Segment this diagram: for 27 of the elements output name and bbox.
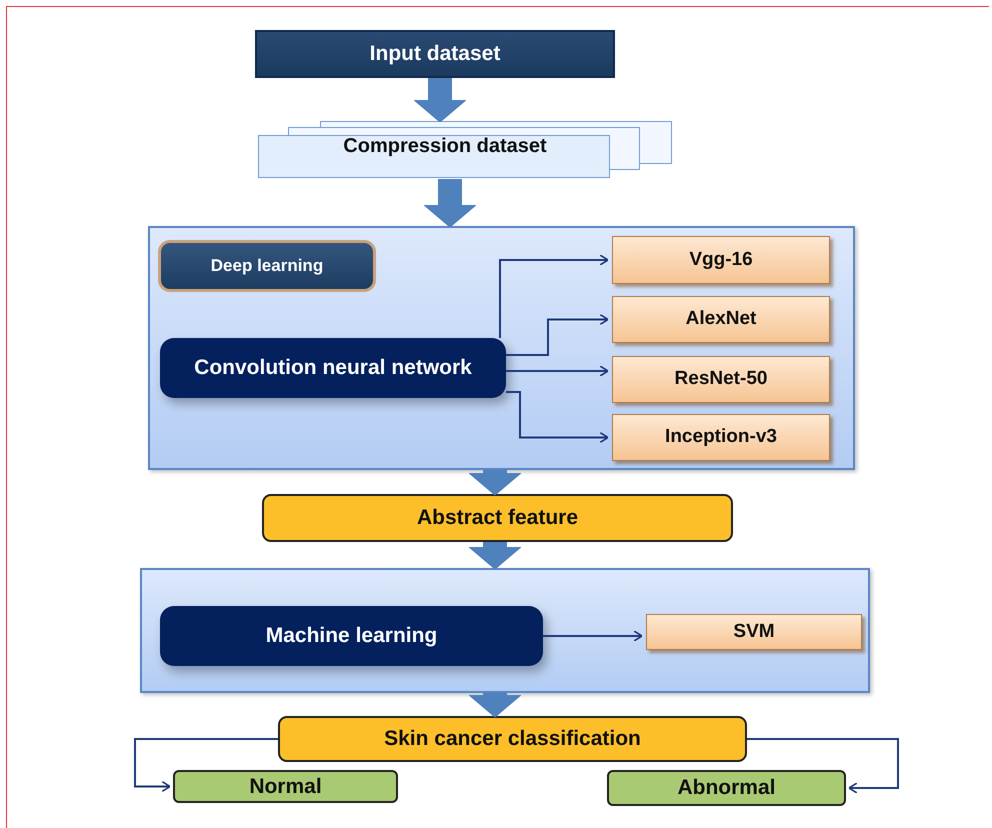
- connector-arrow: [134, 738, 278, 792]
- model-box: AlexNet: [612, 296, 830, 343]
- connector-arrow: [506, 391, 609, 444]
- connector-arrow: [506, 314, 609, 356]
- block-arrow: [468, 693, 522, 718]
- result-box: Normal: [173, 770, 398, 803]
- connector-arrow: [747, 738, 899, 794]
- output-box: Skin cancer classification: [278, 716, 747, 762]
- process-box: Convolution neural network: [160, 338, 506, 398]
- category-box: Deep learning: [158, 240, 376, 292]
- model-box: Vgg-16: [612, 236, 830, 284]
- block-arrow: [468, 542, 522, 570]
- block-arrow: [468, 470, 522, 496]
- process-box: Abstract feature: [262, 494, 733, 542]
- model-box: SVM: [646, 614, 862, 650]
- model-box: ResNet-50: [612, 356, 830, 403]
- input-box: Input dataset: [255, 30, 615, 78]
- process-box: Machine learning: [160, 606, 543, 666]
- connector-arrow: [506, 365, 609, 377]
- group-panel: [140, 568, 870, 693]
- block-arrow: [414, 78, 466, 122]
- group-panel: [148, 226, 855, 470]
- connector-arrow: [543, 630, 643, 642]
- connector-arrow: [499, 254, 609, 338]
- model-box: Inception-v3: [612, 414, 830, 461]
- result-box: Abnormal: [607, 770, 846, 806]
- block-arrow: [424, 179, 476, 228]
